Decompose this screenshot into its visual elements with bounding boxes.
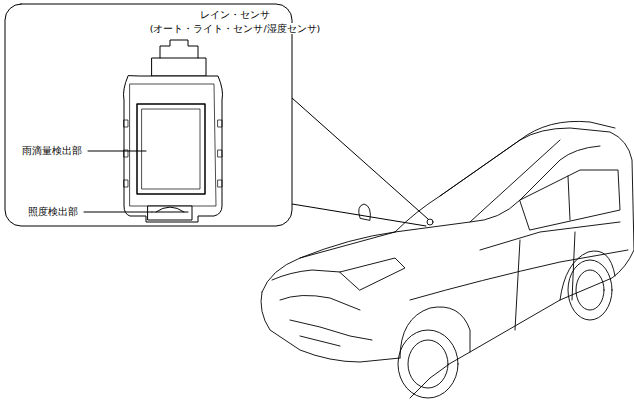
rain-sensor [124, 40, 223, 222]
part-name: レイン・センサ [198, 9, 272, 20]
leader-line [84, 212, 152, 213]
callout-lines [292, 98, 428, 226]
detector-label: 照度検出部 [26, 206, 80, 217]
callout-frame [5, 4, 292, 226]
part-name: (オート・ライト・センサ/湿度センサ) [148, 23, 323, 34]
detector-label: 雨滴量検出部 [20, 145, 84, 156]
car-illustration [261, 121, 634, 398]
leader-line [88, 151, 146, 152]
